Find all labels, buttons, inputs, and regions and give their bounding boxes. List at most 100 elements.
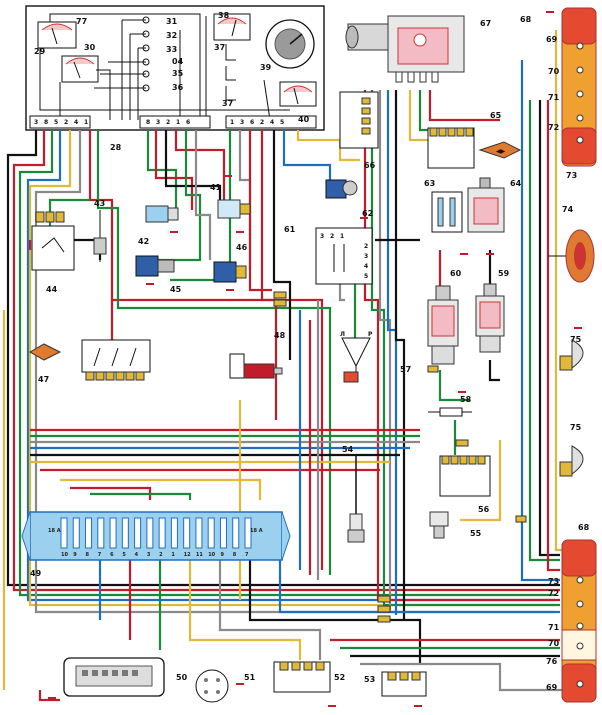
switch-65: ◀▶ bbox=[427, 127, 522, 169]
radio-50 bbox=[63, 657, 165, 697]
label-71a: 71 bbox=[548, 93, 560, 102]
label-57: 57 bbox=[400, 365, 411, 374]
fuse-slot bbox=[85, 517, 93, 549]
connector-66 bbox=[339, 91, 379, 149]
label-36: 36 bbox=[172, 83, 184, 92]
label-53: 53 bbox=[364, 675, 375, 684]
label-74: 74 bbox=[562, 205, 574, 214]
wiper-motor bbox=[345, 15, 465, 83]
svg-text:◀▶: ◀▶ bbox=[496, 148, 506, 155]
fuse-slot bbox=[183, 517, 191, 549]
fuse-number: 10 bbox=[61, 552, 68, 558]
fuse-rating-right: 18 A bbox=[250, 528, 263, 534]
label-75a: 75 bbox=[570, 335, 582, 344]
fuse-slot bbox=[60, 517, 68, 549]
label-41: 41 bbox=[210, 183, 222, 192]
label-62: 62 bbox=[362, 209, 373, 218]
label-77: 77 bbox=[76, 17, 87, 26]
motor-64 bbox=[467, 177, 505, 233]
label-48: 48 bbox=[274, 331, 286, 340]
fuse-number: 8 bbox=[86, 552, 90, 558]
label-38: 38 bbox=[218, 11, 230, 20]
block-52 bbox=[273, 661, 331, 693]
label-63: 63 bbox=[424, 179, 435, 188]
label-28: 28 bbox=[110, 143, 122, 152]
switch-56 bbox=[439, 455, 491, 497]
fuse-rating-left: 18 A bbox=[48, 528, 61, 534]
sensor-42 bbox=[145, 205, 179, 223]
label-45: 45 bbox=[170, 285, 182, 294]
fuse-number: 8 bbox=[233, 552, 237, 558]
fuse-slot bbox=[232, 517, 240, 549]
label-31: 31 bbox=[166, 17, 178, 26]
pin-label: 8 bbox=[44, 119, 48, 126]
label-72b: 72 bbox=[548, 589, 559, 598]
pin-label: 1 bbox=[176, 119, 180, 126]
label-61: 61 bbox=[284, 225, 296, 234]
sensor-46 bbox=[213, 261, 247, 283]
label-70a: 70 bbox=[548, 67, 560, 76]
lamp-75-lower bbox=[559, 445, 584, 477]
switch61-pin: 2 bbox=[364, 243, 368, 250]
label-73b: 73 bbox=[548, 577, 559, 586]
switch-47 bbox=[28, 339, 151, 381]
label-46: 46 bbox=[236, 243, 248, 252]
fuse-number: 7 bbox=[245, 552, 249, 558]
label-39: 39 bbox=[260, 63, 272, 72]
label-42: 42 bbox=[138, 237, 149, 246]
label-64: 64 bbox=[510, 179, 522, 188]
fuse-number: 9 bbox=[220, 552, 224, 558]
motor-60 bbox=[427, 285, 459, 365]
sensor-41 bbox=[217, 199, 251, 219]
label-58: 58 bbox=[460, 395, 472, 404]
label-40: 40 bbox=[298, 115, 310, 124]
label-71b: 71 bbox=[548, 623, 560, 632]
pin-label: 6 bbox=[250, 119, 254, 126]
switch61-pin: 1 bbox=[340, 233, 344, 240]
fuse-slot bbox=[109, 517, 117, 549]
fuse-number: 1 bbox=[171, 552, 175, 558]
pin-label: 3 bbox=[240, 119, 244, 126]
sensor-54 bbox=[347, 454, 365, 543]
pin-label: 5 bbox=[280, 119, 284, 126]
rear-light-top bbox=[561, 7, 597, 167]
label-72a: 72 bbox=[548, 123, 559, 132]
fuse-slot bbox=[158, 517, 166, 549]
label-47: 47 bbox=[38, 375, 49, 384]
valve-right-label: Р bbox=[368, 331, 373, 338]
pin-label: 2 bbox=[260, 119, 264, 126]
fuse-number: 2 bbox=[159, 552, 163, 558]
pin-label: 6 bbox=[186, 119, 190, 126]
sensor-43 bbox=[93, 210, 107, 262]
label-37b: 37 bbox=[222, 99, 233, 108]
sensor-45 bbox=[135, 255, 175, 277]
label-49: 49 bbox=[30, 569, 42, 578]
label-73a: 73 bbox=[566, 171, 577, 180]
fuse-number: 12 bbox=[184, 552, 191, 558]
fuse-slot bbox=[195, 517, 203, 549]
fuse-slot bbox=[72, 517, 80, 549]
label-54: 54 bbox=[342, 445, 354, 454]
lighter-48 bbox=[229, 353, 283, 379]
fuse-number: 5 bbox=[122, 552, 126, 558]
connector-51 bbox=[195, 669, 229, 703]
instrument-cluster bbox=[25, 5, 325, 131]
switch61-pin: 4 bbox=[364, 263, 368, 270]
label-34: 04 bbox=[172, 57, 184, 66]
label-76: 76 bbox=[546, 657, 558, 666]
pin-label: 2 bbox=[166, 119, 170, 126]
label-55: 55 bbox=[470, 529, 482, 538]
label-33: 33 bbox=[166, 45, 177, 54]
pin-label: 1 bbox=[230, 119, 234, 126]
label-70b: 70 bbox=[548, 639, 560, 648]
valve-left-label: Л bbox=[340, 331, 345, 338]
label-67: 67 bbox=[480, 19, 491, 28]
label-44: 44 bbox=[46, 285, 58, 294]
switch61-pin: 5 bbox=[364, 273, 368, 280]
connector-pins: 3 8 5 2 4 1 8 3 2 1 6 1 3 6 2 4 5 bbox=[34, 119, 284, 126]
component-labels: 28 29 30 31 32 33 04 35 36 37 37 38 39 4… bbox=[30, 11, 590, 692]
fuse-slot bbox=[170, 517, 178, 549]
pin-label: 5 bbox=[54, 119, 58, 126]
motor-59 bbox=[475, 283, 505, 353]
